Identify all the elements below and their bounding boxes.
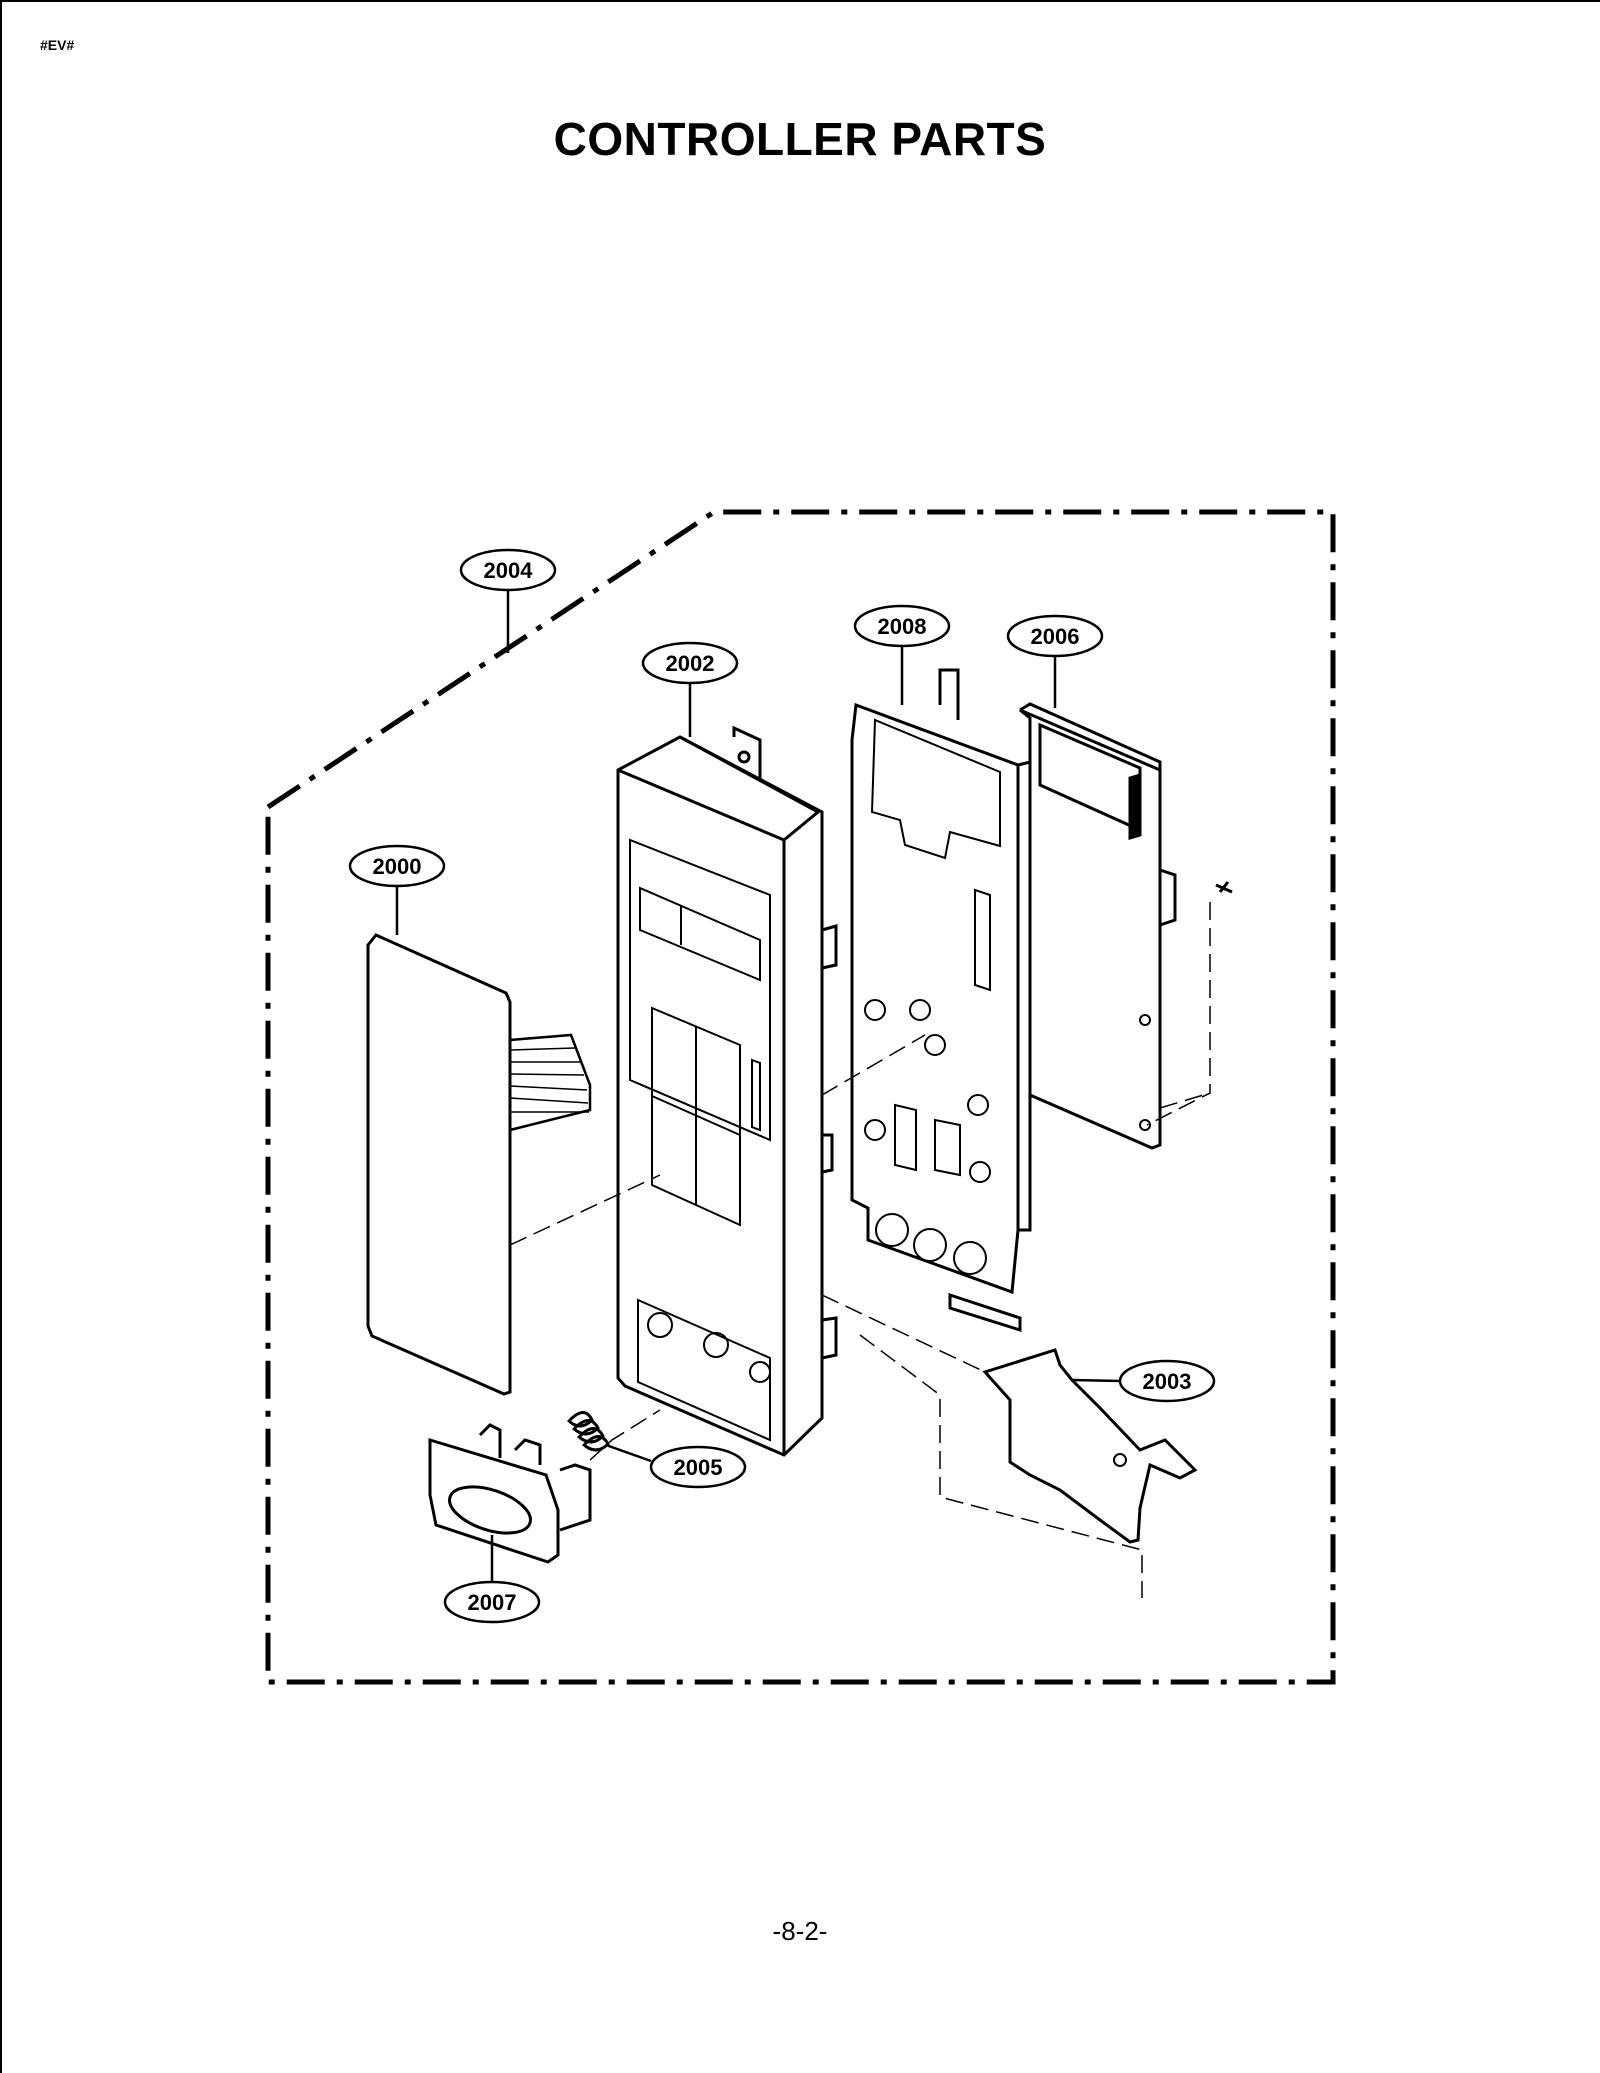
document-code: #EV# <box>40 37 75 53</box>
page-title: CONTROLLER PARTS <box>553 113 1047 165</box>
callout-2007: 2007 <box>443 1535 541 1624</box>
callout-2004-label: 2004 <box>484 558 534 583</box>
part-2006-circuit-board <box>1019 702 1233 1150</box>
assembly-guide-lines <box>509 902 1211 1598</box>
callout-2000-label: 2000 <box>373 854 422 879</box>
callout-2003-label: 2003 <box>1143 1369 1192 1394</box>
callout-2003: 2003 <box>1071 1359 1216 1403</box>
callout-2000: 2000 <box>348 844 446 935</box>
part-2008-bracket <box>850 668 1032 1295</box>
callout-2006-label: 2006 <box>1031 624 1080 649</box>
callout-2007-label: 2007 <box>468 1590 517 1615</box>
part-2002-control-panel <box>616 725 838 1457</box>
page-number: -8-2- <box>772 1916 828 1946</box>
assembly-boundary <box>265 509 1336 1685</box>
callout-2005-label: 2005 <box>674 1455 723 1480</box>
callout-2006: 2006 <box>1006 614 1104 708</box>
part-2005-spring <box>566 1411 610 1452</box>
callout-2008-label: 2008 <box>878 614 927 639</box>
part-2007-release-button <box>428 1423 592 1564</box>
page-frame-left <box>0 0 2 2073</box>
part-2000-membrane-sheet <box>366 933 592 1396</box>
callout-2008: 2008 <box>853 604 951 705</box>
page-frame-top <box>0 0 1600 2</box>
part-2003-lever <box>948 1292 1198 1544</box>
callout-2004: 2004 <box>459 548 557 653</box>
callout-2002: 2002 <box>641 641 739 737</box>
callout-2002-label: 2002 <box>666 651 715 676</box>
callout-2005: 2005 <box>605 1443 747 1489</box>
